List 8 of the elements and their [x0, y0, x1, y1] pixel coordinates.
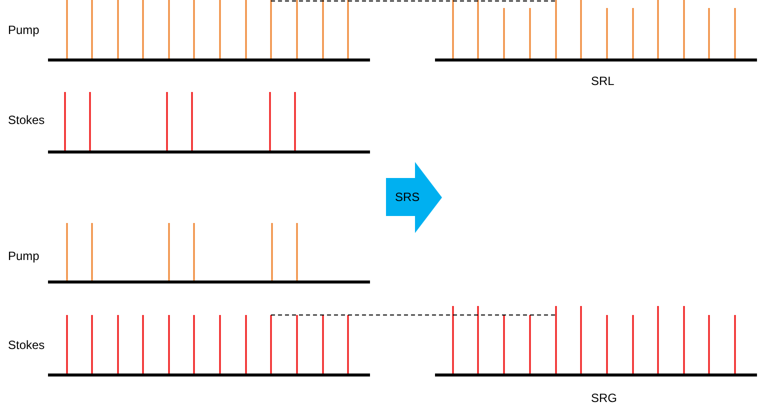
axis-label: Pump	[8, 249, 40, 263]
trace-label: SRG	[591, 391, 618, 405]
trace-label: SRL	[591, 74, 614, 88]
axis-label: Stokes	[8, 113, 45, 127]
arrow-label: SRS	[395, 190, 420, 204]
axis-label: Pump	[8, 23, 40, 37]
axis-label: Stokes	[8, 338, 45, 352]
arrow-shape	[386, 162, 442, 233]
